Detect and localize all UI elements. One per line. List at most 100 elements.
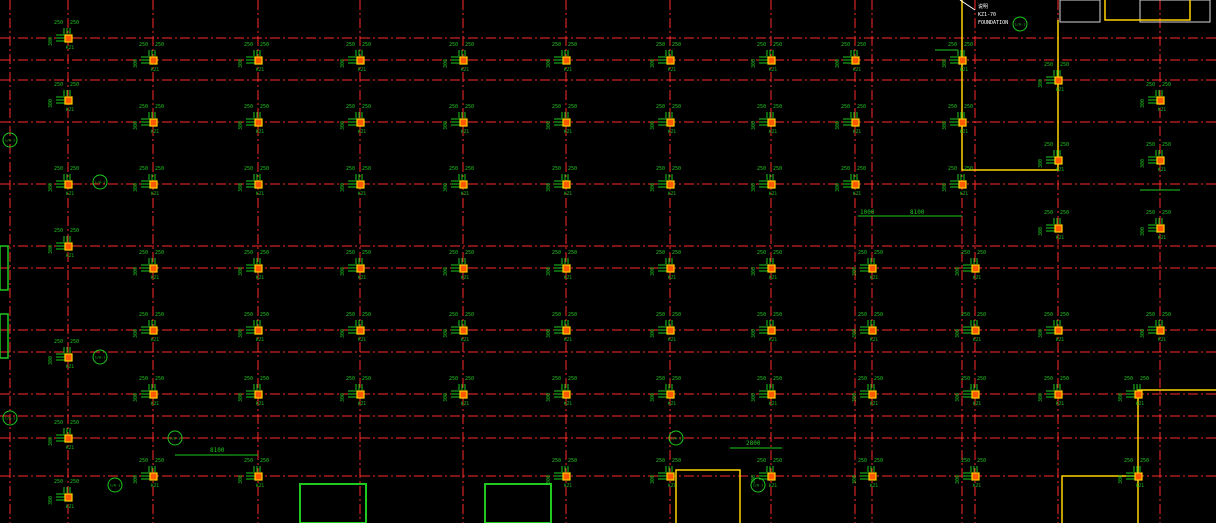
- column-dim-top-right: 250: [964, 104, 973, 110]
- column-dim-side: 300: [340, 121, 346, 130]
- column-dim-top-right: 250: [568, 166, 577, 172]
- column-tag: KZ1: [461, 191, 469, 197]
- column-dim-top-left: 250: [961, 376, 970, 382]
- column-dim-top-right: 250: [773, 376, 782, 382]
- column-tag: KZ1: [151, 275, 159, 281]
- column-dim-top-left: 250: [139, 376, 148, 382]
- column-dim-side: 300: [238, 329, 244, 338]
- axis-bubble-label: 1/A-1: [95, 356, 106, 360]
- column-square: [149, 180, 158, 189]
- column-dim-side: 300: [650, 183, 656, 192]
- column-dim-side: 300: [48, 356, 54, 365]
- column-dim-top-right: 250: [857, 104, 866, 110]
- column-dim-side: 300: [1118, 393, 1124, 402]
- column-tag: KZ1: [1136, 483, 1144, 489]
- column-dim-side: 300: [955, 329, 961, 338]
- column-dim-top-right: 250: [977, 312, 986, 318]
- column-dim-side: 300: [340, 267, 346, 276]
- axis-bubble-circle: [92, 349, 108, 365]
- column-dim-side: 300: [443, 59, 449, 68]
- column-tag: KZ1: [668, 129, 676, 135]
- column-square: [1054, 224, 1063, 233]
- column-tag: KZ1: [769, 401, 777, 407]
- column-dim-top-left: 250: [1044, 62, 1053, 68]
- column-square: [851, 180, 860, 189]
- column-dim-top-left: 250: [948, 104, 957, 110]
- column-square: [254, 326, 263, 335]
- column-square: [149, 472, 158, 481]
- column-tag: KZ1: [973, 275, 981, 281]
- column-square: [1054, 390, 1063, 399]
- column-dim-top-right: 250: [362, 376, 371, 382]
- column-dim-top-left: 250: [1146, 210, 1155, 216]
- column-square: [64, 180, 73, 189]
- column-dim-top-left: 250: [139, 458, 148, 464]
- column-dim-top-left: 250: [1146, 142, 1155, 148]
- column-dim-side: 300: [340, 183, 346, 192]
- column-square: [254, 180, 263, 189]
- column-dim-top-right: 250: [155, 376, 164, 382]
- column-dim-top-right: 250: [465, 250, 474, 256]
- column-dim-top-left: 250: [1044, 312, 1053, 318]
- column-dim-top-right: 250: [155, 42, 164, 48]
- column-dim-side: 300: [48, 437, 54, 446]
- column-dim-top-left: 250: [1044, 376, 1053, 382]
- column-tag: KZ1: [256, 129, 264, 135]
- column-dim-top-right: 250: [70, 166, 79, 172]
- column-dim-top-right: 250: [964, 42, 973, 48]
- axis-bubble-circle: [92, 174, 108, 190]
- column-dim-top-left: 250: [961, 250, 970, 256]
- column-square: [459, 56, 468, 65]
- column-tag: KZ1: [853, 67, 861, 73]
- column-dim-side: 300: [751, 267, 757, 276]
- column-dim-top-left: 250: [656, 458, 665, 464]
- column-dim-side: 300: [443, 121, 449, 130]
- column-dim-side: 300: [133, 475, 139, 484]
- column-square: [254, 56, 263, 65]
- column-tag: KZ1: [870, 275, 878, 281]
- column-dim-side: 300: [955, 267, 961, 276]
- column-square: [1134, 390, 1143, 399]
- column-dim-side: 300: [48, 496, 54, 505]
- column-dim-side: 300: [133, 267, 139, 276]
- column-dim-top-right: 250: [155, 458, 164, 464]
- horizontal-axis-lines: [0, 37, 1216, 477]
- column-dim-side: 300: [650, 329, 656, 338]
- column-dim-top-right: 250: [773, 166, 782, 172]
- axis-bubble-2: 1/A-1: [92, 174, 108, 190]
- column-dim-top-left: 250: [656, 104, 665, 110]
- column-square: [1134, 472, 1143, 481]
- column-dim-top-right: 250: [260, 458, 269, 464]
- column-square: [356, 56, 365, 65]
- column-tag: KZ1: [564, 337, 572, 343]
- column-dim-top-right: 250: [1140, 376, 1149, 382]
- column-dim-top-right: 250: [70, 228, 79, 234]
- column-tag: KZ1: [461, 275, 469, 281]
- column-dim-side: 300: [48, 37, 54, 46]
- column-dim-side: 300: [48, 245, 54, 254]
- column-dim-top-left: 250: [244, 458, 253, 464]
- column-square: [562, 326, 571, 335]
- column-dim-side: 300: [238, 475, 244, 484]
- column-dim-top-right: 250: [773, 458, 782, 464]
- axis-bubble-label: 1/A-1: [1015, 23, 1026, 27]
- column-dim-top-left: 250: [346, 312, 355, 318]
- column-square: [958, 180, 967, 189]
- column-dim-top-right: 250: [155, 104, 164, 110]
- column-tag: KZ1: [769, 67, 777, 73]
- column-square: [254, 118, 263, 127]
- column-square: [971, 264, 980, 273]
- span-label-3: 2800: [746, 440, 761, 447]
- column-square: [562, 180, 571, 189]
- column-dim-top-left: 250: [244, 104, 253, 110]
